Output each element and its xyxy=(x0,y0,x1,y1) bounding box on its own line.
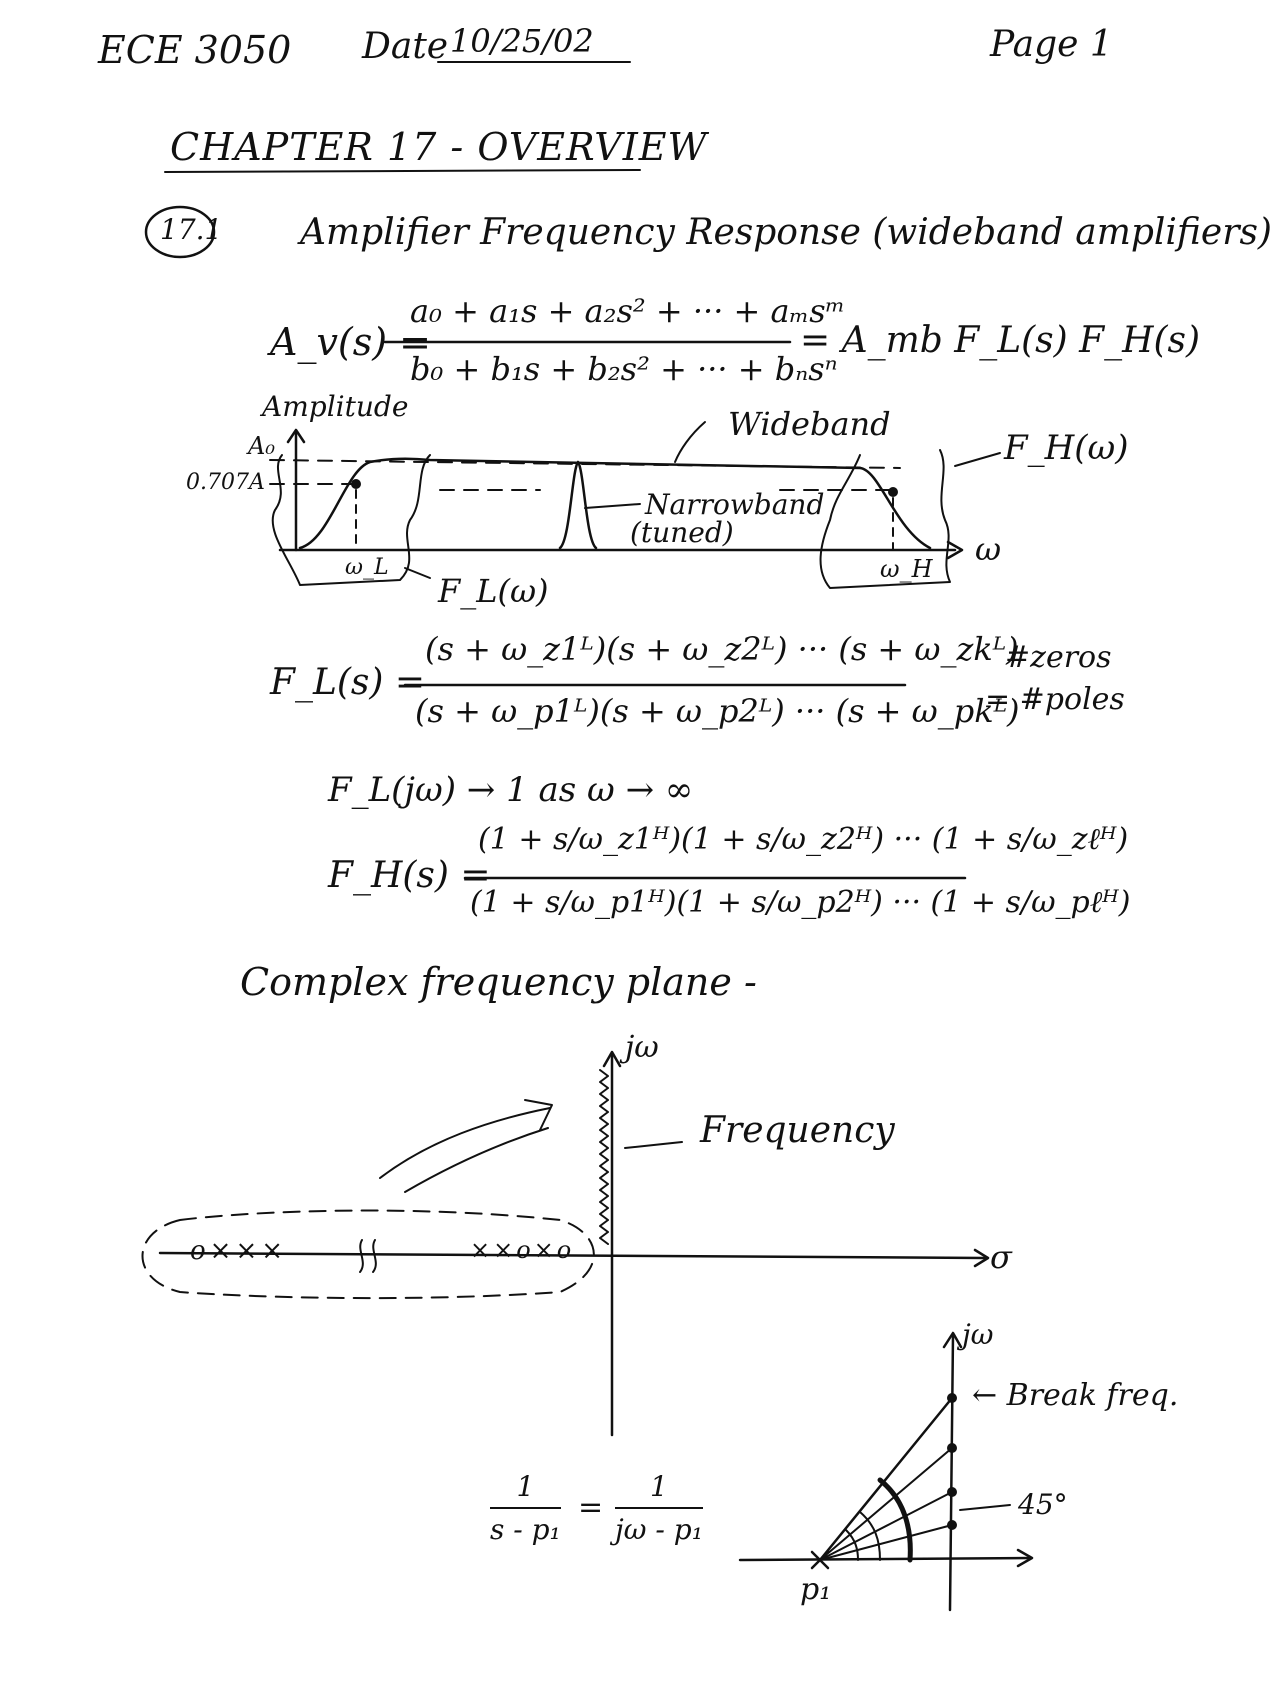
pole-plot-jw-axis xyxy=(948,1333,955,1612)
section-number: 17.1 xyxy=(160,213,223,246)
pole-plot-sigma-axis xyxy=(738,1556,1032,1562)
angle-arc-3 xyxy=(845,1529,859,1561)
pole-plot-jw-label: jω xyxy=(962,1318,994,1351)
sigma-label: σ xyxy=(990,1238,1012,1276)
zeros-note: #zeros xyxy=(1005,640,1112,675)
fl-denominator: (s + ω_p1ᴸ)(s + ω_p2ᴸ) ··· (s + ω_pkᴸ) xyxy=(415,692,1020,730)
angle-arc-2 xyxy=(859,1511,881,1561)
arrow-head xyxy=(524,1099,553,1131)
poles-zeros-dashed-region xyxy=(141,1209,595,1300)
break-freq-label: ← Break freq. xyxy=(972,1378,1179,1413)
tuned-label: (tuned) xyxy=(630,516,734,549)
narrowband-response-curve xyxy=(558,460,598,550)
pole-plot-sketch xyxy=(738,1331,1034,1612)
limit-statement: F_L(jω) → 1 as ω → ∞ xyxy=(328,770,694,810)
pole-relation-rhs: 1 jω - p₁ xyxy=(615,1470,703,1546)
date-label: Date xyxy=(362,26,449,67)
break-frequency-point xyxy=(947,1393,957,1403)
pole-plot-jw-arrow xyxy=(942,1331,963,1349)
jw-frequency-zigzag xyxy=(599,1069,609,1245)
sigma-axis-arrow xyxy=(973,1248,990,1268)
pole-zero-marks-left: o××× xyxy=(190,1236,288,1266)
pole-relation-rhs-numerator: 1 xyxy=(650,1470,668,1503)
pole-relation-rhs-bar xyxy=(615,1507,703,1509)
jw-label: jω xyxy=(625,1030,659,1065)
angle-label-pointer xyxy=(959,1504,1011,1511)
pole-relation-lhs-bar xyxy=(490,1507,561,1509)
fh-denominator: (1 + s/ω_p1ᴴ)(1 + s/ω_p2ᴴ) ··· (1 + s/ω_… xyxy=(470,885,1131,920)
page-number: Page 1 xyxy=(990,24,1113,65)
complex-plane-sketch xyxy=(141,1050,990,1437)
pole-relation-lhs-numerator: 1 xyxy=(516,1470,535,1503)
jw-point-3 xyxy=(947,1487,957,1497)
fh-numerator: (1 + s/ω_z1ᴴ)(1 + s/ω_z2ᴴ) ··· (1 + s/ω_… xyxy=(478,822,1129,857)
narrowband-label: Narrowband xyxy=(645,488,825,521)
narrowband-pointer xyxy=(584,503,641,509)
fl-numerator: (s + ω_z1ᴸ)(s + ω_z2ᴸ) ··· (s + ω_zkᴸ) xyxy=(425,630,1019,668)
vector-line-1 xyxy=(818,1396,954,1562)
poles-note: = #poles xyxy=(985,682,1125,717)
pole-marker xyxy=(810,1550,830,1570)
arrow-shaft-upper xyxy=(379,1107,551,1179)
angle-label: 45° xyxy=(1018,1488,1068,1521)
av-numerator: a₀ + a₁s + a₂s² + ··· + aₘsᵐ xyxy=(410,292,846,330)
vector-line-4 xyxy=(819,1524,953,1561)
jw-point-4 xyxy=(947,1520,957,1530)
chapter-title: CHAPTER 17 - OVERVIEW xyxy=(170,125,708,169)
fl-region-squiggle xyxy=(271,454,431,586)
pole-label: p₁ xyxy=(800,1572,832,1607)
complex-plane-title: Complex frequency plane - xyxy=(240,960,757,1004)
fh-omega-label: F_H(ω) xyxy=(1004,428,1129,468)
level-0707-label: 0.707A xyxy=(186,470,265,495)
fh-region-squiggle xyxy=(819,449,951,589)
vector-line-2 xyxy=(819,1447,953,1561)
section-number-circle xyxy=(144,205,216,259)
av-lhs: A_v(s) = xyxy=(270,320,431,364)
pole-relation-equals: = xyxy=(578,1490,604,1525)
fh-lhs: F_H(s) = xyxy=(328,855,491,896)
chapter-underline xyxy=(164,169,641,173)
pole-zero-marks-right: ××o×o xyxy=(470,1236,575,1264)
av-rhs: = A_mb F_L(s) F_H(s) xyxy=(800,320,1201,361)
fl-pointer xyxy=(404,567,431,579)
a0-label: A₀ xyxy=(248,432,275,460)
fl-omega-label: F_L(ω) xyxy=(438,572,549,610)
wh-label: ω_H xyxy=(880,555,933,583)
fl-lhs: F_L(s) = xyxy=(270,662,426,703)
wideband-pointer xyxy=(674,421,706,463)
date-value: 10/25/02 xyxy=(450,22,594,60)
frequency-label: Frequency xyxy=(700,1110,895,1151)
course-code: ECE 3050 xyxy=(98,28,292,72)
sigma-axis xyxy=(158,1251,987,1260)
amplitude-axis-arrow xyxy=(286,428,306,444)
pole-relation-lhs-denominator: s - p₁ xyxy=(490,1513,561,1546)
pole-relation-rhs-denominator: jω - p₁ xyxy=(615,1513,703,1546)
frequency-axis-arrow xyxy=(946,540,964,560)
wl-label: ω_L xyxy=(345,555,389,580)
jw-point-2 xyxy=(947,1443,957,1453)
fh-pointer xyxy=(954,452,1001,467)
lower-3db-point xyxy=(351,479,361,489)
wideband-label: Wideband xyxy=(728,405,891,443)
amplitude-label: Amplitude xyxy=(262,390,409,423)
45-degree-arc xyxy=(877,1477,913,1563)
av-denominator: b₀ + b₁s + b₂s² + ··· + bₙsⁿ xyxy=(410,350,838,388)
pole-relation-lhs: 1 s - p₁ xyxy=(490,1470,561,1546)
frequency-pointer xyxy=(624,1141,683,1149)
section-title: Amplifier Frequency Response (wideband a… xyxy=(300,212,1272,253)
jw-axis-arrow xyxy=(602,1050,622,1068)
amplitude-response-sketch xyxy=(269,421,1001,589)
pole-plot-sigma-arrow xyxy=(1016,1548,1034,1568)
arrow-shaft-lower xyxy=(404,1127,549,1193)
vector-line-3 xyxy=(819,1491,953,1561)
upper-3db-point xyxy=(888,487,898,497)
omega-axis-label: ω xyxy=(975,530,1002,568)
axis-break-marks xyxy=(359,1239,377,1273)
